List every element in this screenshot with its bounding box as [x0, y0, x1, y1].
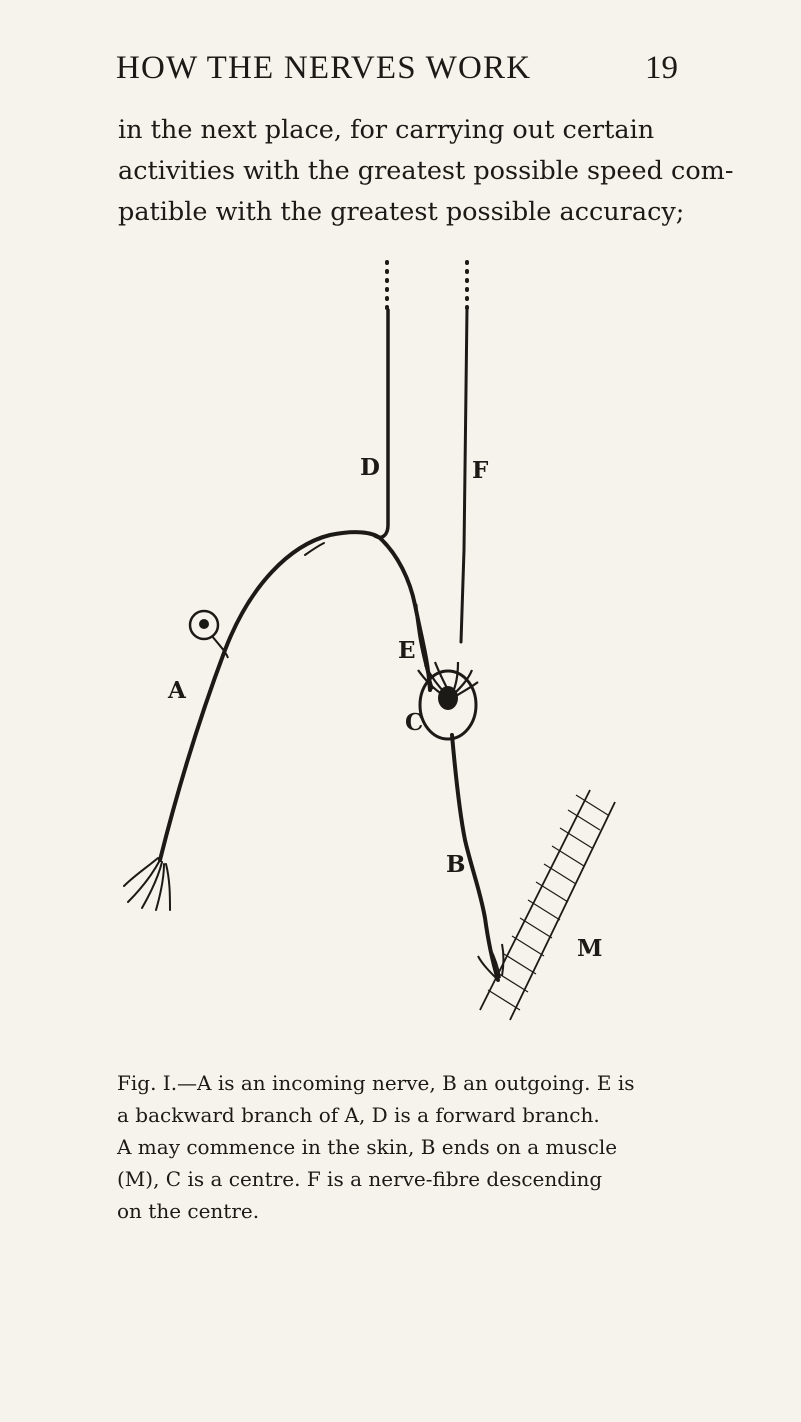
label-m: M: [577, 935, 602, 962]
body-paragraph: in the next place, for carrying out cert…: [118, 110, 734, 233]
sensory-cell-body: [188, 609, 229, 659]
label-e: E: [398, 637, 416, 664]
body-line: patible with the greatest possible accur…: [118, 197, 685, 227]
nerve-fibre-f: [459, 306, 469, 644]
page-number: 19: [645, 50, 678, 86]
caption-line: on the centre.: [117, 1199, 260, 1223]
figure-caption: Fig. I.—A is an incoming nerve, B an out…: [117, 1067, 727, 1227]
nerve-fibre-d: [373, 308, 390, 540]
skin-endings: [123, 857, 171, 911]
label-f: F: [472, 457, 489, 484]
nerve-diagram: D F E C A B M: [123, 260, 616, 1021]
body-line: in the next place, for carrying out cert…: [118, 115, 655, 145]
running-title: HOW THE NERVES WORK: [116, 50, 532, 86]
dotted-fibre-tops: [385, 260, 469, 314]
outgoing-nerve-b: [450, 733, 500, 982]
caption-line: Fig. I.—A is an incoming nerve, B an out…: [117, 1071, 635, 1095]
centre-c: [417, 661, 479, 741]
label-d: D: [360, 454, 380, 481]
muscle-m: [477, 789, 616, 1021]
caption-line: (M), C is a centre. F is a nerve-fibre d…: [117, 1167, 603, 1191]
branch-d-tip: [304, 542, 325, 556]
incoming-nerve-a: [158, 530, 432, 862]
label-b: B: [446, 851, 465, 878]
nerve-diagram-figure: D F E C A B M: [80, 250, 640, 1060]
running-head: HOW THE NERVES WORK 19: [0, 50, 801, 100]
body-line: activities with the greatest possible sp…: [118, 156, 734, 186]
label-c: C: [405, 709, 423, 736]
caption-line: A may commence in the skin, B ends on a …: [117, 1135, 618, 1159]
label-a: A: [167, 677, 187, 704]
caption-line: a backward branch of A, D is a forward b…: [117, 1103, 600, 1127]
